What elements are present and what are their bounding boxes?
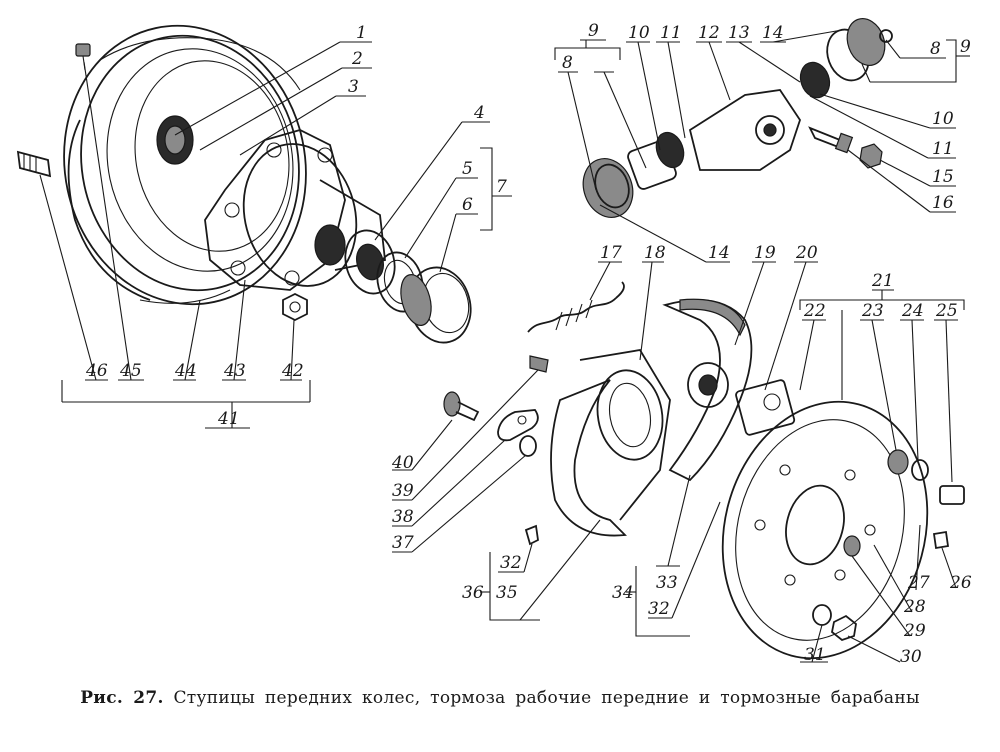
drum-bolt <box>75 43 91 71</box>
callout-31: 31 <box>804 645 826 665</box>
washer-31 <box>812 604 832 626</box>
callout-27: 27 <box>907 573 930 593</box>
callout-20: 20 <box>795 243 818 263</box>
wheel-stud <box>16 150 52 178</box>
callout-13: 13 <box>728 23 750 43</box>
callout-29: 29 <box>903 621 926 641</box>
washer-24 <box>911 459 929 481</box>
nut-30 <box>831 614 857 642</box>
callout-46: 46 <box>85 361 108 381</box>
callout-labels: 1 2 3 4 5 6 7 9 8 10 11 12 13 14 8 9 10 … <box>85 21 972 667</box>
callout-21: 21 <box>871 271 894 291</box>
callout-17: 17 <box>600 243 622 263</box>
callout-15: 15 <box>932 167 954 187</box>
callout-40: 40 <box>391 453 414 473</box>
wheel-hub <box>204 129 386 291</box>
callout-7: 7 <box>496 177 507 197</box>
figure-number: Рис. 27. <box>80 688 164 708</box>
bolt-25 <box>939 485 965 505</box>
callout-44: 44 <box>174 361 197 381</box>
exploded-parts-diagram: 1 2 3 4 5 6 7 9 8 10 11 12 13 14 8 9 10 … <box>16 18 972 667</box>
wheel-cylinder <box>582 18 893 218</box>
callout-10-right: 10 <box>932 109 954 129</box>
callout-14-bottom: 14 <box>708 243 730 263</box>
callout-16: 16 <box>932 193 954 213</box>
callout-30: 30 <box>900 647 922 667</box>
figure-caption: Рис. 27. Ступицы передних колес, тормоза… <box>0 688 1000 708</box>
callout-41: 41 <box>217 409 240 429</box>
callout-35: 35 <box>496 583 518 603</box>
callout-37: 37 <box>392 533 414 553</box>
callout-9-right: 9 <box>960 37 971 57</box>
callout-24: 24 <box>901 301 924 321</box>
callout-28: 28 <box>903 597 926 617</box>
callout-32-left: 32 <box>500 553 522 573</box>
brake-backing-plate <box>721 400 929 660</box>
hub-seal <box>400 266 472 344</box>
plate-38 <box>497 409 539 442</box>
washer-37 <box>519 435 537 457</box>
callout-8-right: 8 <box>930 39 941 59</box>
fastener-40 <box>443 391 480 422</box>
callout-11-top: 11 <box>660 23 682 43</box>
return-spring <box>527 281 625 333</box>
callout-42: 42 <box>281 361 304 381</box>
callout-5: 5 <box>462 159 473 179</box>
callout-2: 2 <box>351 49 363 69</box>
bleeder-cap <box>859 143 883 169</box>
outer-bearing <box>344 229 396 295</box>
callout-34: 34 <box>612 583 634 603</box>
figure-caption-text: Ступицы передних колес, тормоза рабочие … <box>173 688 920 708</box>
hub-nut <box>282 292 308 322</box>
callout-38: 38 <box>392 507 414 527</box>
callout-4: 4 <box>473 103 485 123</box>
callout-39: 39 <box>392 481 414 501</box>
callout-22: 22 <box>803 301 826 321</box>
callout-25: 25 <box>935 301 958 321</box>
callout-1: 1 <box>356 23 367 43</box>
nut-29 <box>843 535 861 557</box>
callout-14-top: 14 <box>762 23 784 43</box>
fastener-39 <box>529 355 549 373</box>
brake-shoe-rear <box>662 298 753 482</box>
callout-10-top: 10 <box>628 23 650 43</box>
callout-18: 18 <box>644 243 666 263</box>
callout-12: 12 <box>698 23 720 43</box>
callout-8-top: 8 <box>562 53 573 73</box>
brake-drum <box>63 24 307 306</box>
brake-shoe-front <box>550 349 671 537</box>
shoe-adjuster <box>687 362 796 436</box>
pin-32 <box>524 524 539 546</box>
pin-23 <box>887 449 909 475</box>
callout-26: 26 <box>949 573 972 593</box>
callout-9-top: 9 <box>588 21 599 41</box>
bleeder-valve <box>808 126 854 154</box>
callout-36: 36 <box>462 583 484 603</box>
callout-45: 45 <box>119 361 142 381</box>
callout-3: 3 <box>348 77 359 97</box>
callout-23: 23 <box>861 301 884 321</box>
callout-11-right: 11 <box>932 139 954 159</box>
callout-33: 33 <box>656 573 678 593</box>
callout-6: 6 <box>462 195 473 215</box>
callout-lines <box>39 29 970 663</box>
callout-43: 43 <box>223 361 246 381</box>
callout-32-right: 32 <box>648 599 670 619</box>
bolt-26 <box>932 530 950 550</box>
callout-19: 19 <box>754 243 776 263</box>
